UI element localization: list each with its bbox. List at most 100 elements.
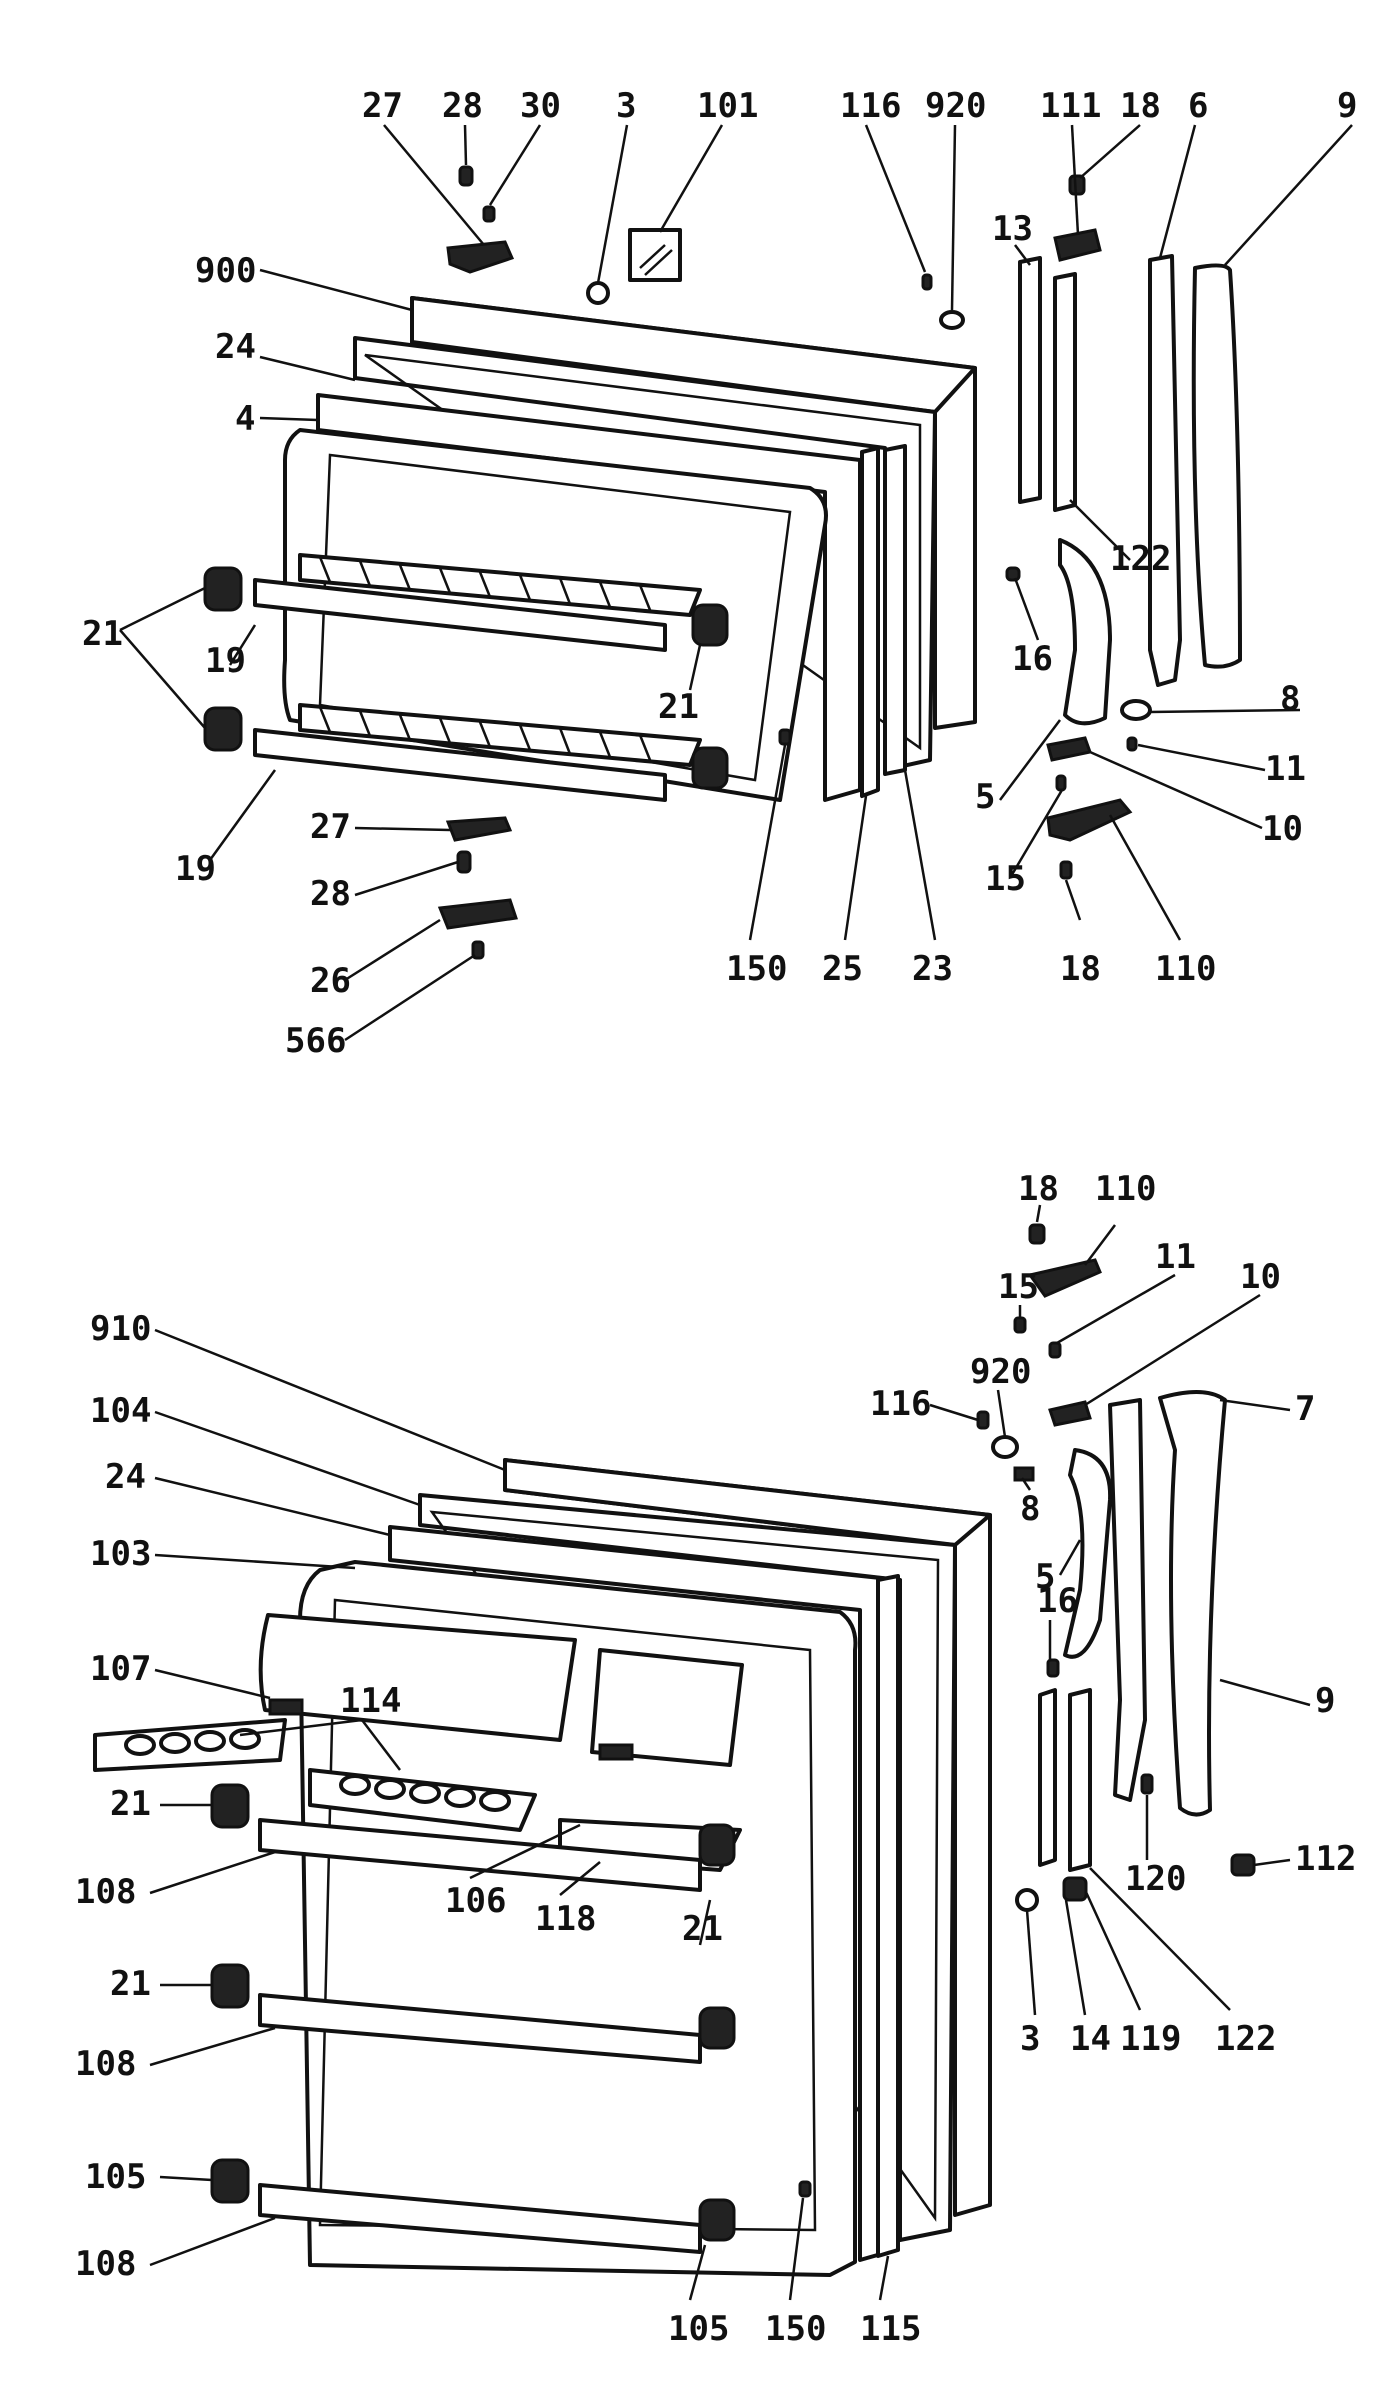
door-stop-strip bbox=[1108, 1398, 1147, 1802]
callout-108: 108 bbox=[75, 2244, 136, 2284]
freezer-leader-lines bbox=[119, 124, 1353, 1042]
callout-920: 920 bbox=[970, 1352, 1031, 1392]
insert-detail bbox=[639, 244, 673, 276]
callout-112: 112 bbox=[1295, 1839, 1356, 1879]
hinge-spacer bbox=[1018, 256, 1042, 504]
door-handle bbox=[1058, 538, 1112, 726]
callout-19: 19 bbox=[175, 849, 216, 889]
callout-19: 19 bbox=[205, 641, 246, 681]
callout-920: 920 bbox=[925, 86, 986, 126]
callout-15: 15 bbox=[998, 1267, 1039, 1307]
gasket-strip bbox=[860, 446, 880, 798]
door-shelf bbox=[258, 2183, 702, 2254]
shelf-end-cap bbox=[203, 706, 243, 752]
callout-16: 16 bbox=[1012, 639, 1053, 679]
plug-button bbox=[1015, 1888, 1039, 1912]
callout-105: 105 bbox=[85, 2157, 146, 2197]
hinge-pin-bracket bbox=[446, 240, 515, 274]
callout-108: 108 bbox=[75, 2044, 136, 2084]
callout-11: 11 bbox=[1265, 749, 1306, 789]
callout-3: 3 bbox=[616, 86, 636, 126]
callout-5: 5 bbox=[1035, 1557, 1055, 1597]
freezer-shelf-lower bbox=[253, 703, 702, 802]
screw bbox=[1068, 174, 1086, 196]
plug-button bbox=[991, 1435, 1019, 1459]
screw bbox=[1140, 1773, 1154, 1795]
freezer-liner-inner bbox=[318, 453, 792, 782]
callout-26: 26 bbox=[310, 961, 351, 1001]
callout-10: 10 bbox=[1240, 1257, 1281, 1297]
egg-tray bbox=[93, 1718, 287, 1772]
callout-18: 18 bbox=[1060, 949, 1101, 989]
callout-15: 15 bbox=[985, 859, 1026, 899]
callout-30: 30 bbox=[520, 86, 561, 126]
freezer-shelf-upper bbox=[253, 553, 702, 652]
callout-105: 105 bbox=[668, 2309, 729, 2349]
callout-4: 4 bbox=[235, 399, 255, 439]
callout-3: 3 bbox=[1020, 2019, 1040, 2059]
callout-111: 111 bbox=[1040, 86, 1101, 126]
side-trim-strip bbox=[876, 1574, 900, 2258]
callout-21: 21 bbox=[110, 1784, 151, 1824]
screw bbox=[798, 2180, 812, 2198]
screw bbox=[1005, 566, 1021, 582]
shelf-end-cap bbox=[210, 1963, 250, 2009]
callout-27: 27 bbox=[362, 86, 403, 126]
screw bbox=[1046, 1658, 1060, 1678]
shelf-end-cap bbox=[203, 566, 243, 612]
callout-108: 108 bbox=[75, 1872, 136, 1912]
shelf-end-cap bbox=[210, 1783, 250, 1829]
dairy-compartment-door bbox=[258, 1613, 577, 1742]
hinge-bracket bbox=[1048, 1400, 1092, 1427]
callout-21: 21 bbox=[110, 1964, 151, 2004]
hinge bbox=[1027, 1258, 1102, 1298]
hinge-plate bbox=[437, 898, 518, 930]
callout-23: 23 bbox=[912, 949, 953, 989]
door-shelf bbox=[258, 1818, 702, 1892]
callout-8: 8 bbox=[1280, 679, 1300, 719]
screw bbox=[458, 165, 474, 187]
screw bbox=[976, 1410, 990, 1430]
callout-103: 103 bbox=[90, 1534, 151, 1574]
hinge-pin-bracket bbox=[445, 816, 513, 842]
screw bbox=[1126, 736, 1138, 752]
callout-150: 150 bbox=[765, 2309, 826, 2349]
door-shelf bbox=[258, 1993, 702, 2064]
callout-110: 110 bbox=[1095, 1169, 1156, 1209]
hinge-spacer bbox=[1038, 1688, 1057, 1867]
plug-button bbox=[939, 310, 965, 330]
callout-21: 21 bbox=[658, 687, 699, 727]
dairy-hinge bbox=[598, 1743, 634, 1761]
fresh-food-leader-lines bbox=[149, 1204, 1311, 2301]
callout-122: 122 bbox=[1110, 539, 1171, 579]
callout-116: 116 bbox=[870, 1384, 931, 1424]
callout-24: 24 bbox=[215, 327, 256, 367]
shelf-end-cap bbox=[698, 1823, 736, 1867]
callout-9: 9 bbox=[1315, 1681, 1335, 1721]
callout-110: 110 bbox=[1155, 949, 1216, 989]
freezer-callouts: 27 28 30 3 101 116 920 111 18 6 9 900 24… bbox=[82, 86, 1357, 1061]
callout-10: 10 bbox=[1262, 809, 1303, 849]
callout-120: 120 bbox=[1125, 1859, 1186, 1899]
fresh-food-door-assembly: 18 110 15 11 10 920 116 7 910 104 24 103… bbox=[75, 1169, 1356, 2349]
spacer bbox=[1062, 1876, 1088, 1902]
screw bbox=[482, 205, 496, 223]
callout-24: 24 bbox=[105, 1457, 146, 1497]
screw bbox=[1048, 1341, 1062, 1359]
callout-106: 106 bbox=[445, 1881, 506, 1921]
shelf-end-cap bbox=[210, 2158, 250, 2204]
door-stop-strip bbox=[1148, 254, 1182, 687]
screw bbox=[1055, 774, 1067, 792]
screw bbox=[921, 273, 933, 291]
callout-9: 9 bbox=[1337, 86, 1357, 126]
door-handle bbox=[1063, 1448, 1113, 1659]
callout-101: 101 bbox=[697, 86, 758, 126]
plug-button bbox=[586, 281, 610, 305]
callout-7: 7 bbox=[1295, 1389, 1315, 1429]
callout-910: 910 bbox=[90, 1309, 151, 1349]
egg-tray bbox=[308, 1768, 537, 1832]
callout-566: 566 bbox=[285, 1021, 346, 1061]
shelf-end-cap bbox=[691, 603, 729, 647]
callout-27: 27 bbox=[310, 807, 351, 847]
top-hinge bbox=[1053, 228, 1102, 262]
